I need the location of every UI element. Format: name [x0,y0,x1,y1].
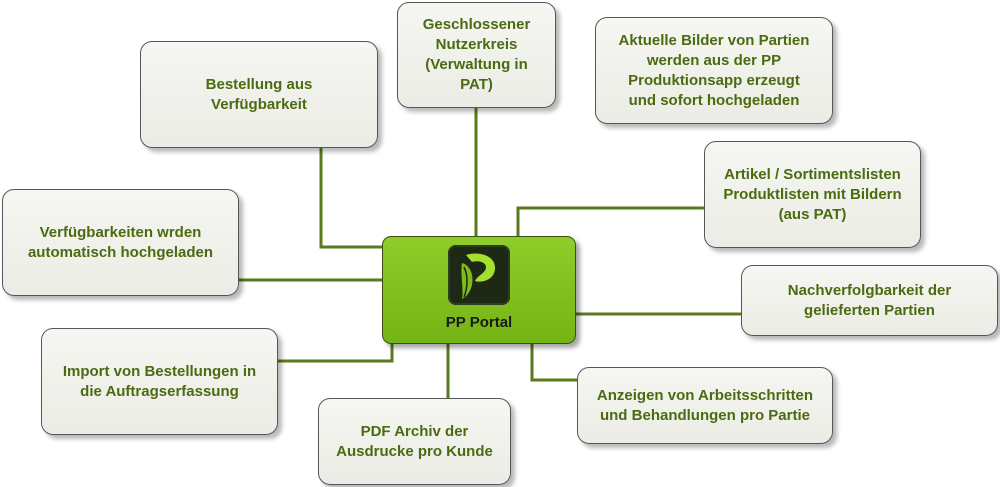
hub-title: PP Portal [445,314,513,331]
connector-order-from-availability [319,146,384,249]
node-pdf-archive-label: PDF Archiv der Ausdrucke pro Kunde [336,422,493,460]
node-work-steps-label: Anzeigen von Arbeitsschritten und Behand… [596,386,814,424]
pp-logo-icon [448,245,510,305]
node-order-import-label: Import von Bestellungen in die Auftragse… [62,362,257,400]
connector-order-import [276,342,394,363]
node-traceability: Nachverfolgbarkeit der gelieferten Parti… [741,265,998,336]
node-order-from-availability: Bestellung aus Verfügbarkeit [140,41,378,148]
node-availability-upload-label: Verfügbarkeiten wrden automatisch hochge… [27,223,214,261]
hub-pp-portal: PP Portal [382,236,576,344]
node-current-images: Aktuelle Bilder von Partien werden aus d… [595,17,833,124]
node-article-lists: Artikel / Sortimentslisten Produktlisten… [704,141,921,248]
node-pdf-archive: PDF Archiv der Ausdrucke pro Kunde [318,398,511,485]
pp-leaf-icon [461,253,496,299]
node-closed-user-group: Geschlossener Nutzerkreis (Verwaltung in… [397,2,556,108]
node-closed-user-group-label: Geschlossener Nutzerkreis (Verwaltung in… [422,16,531,93]
node-traceability-label: Nachverfolgbarkeit der gelieferten Parti… [787,281,952,319]
node-order-from-availability-label: Bestellung aus Verfügbarkeit [205,75,313,113]
node-current-images-label: Aktuelle Bilder von Partien werden aus d… [618,31,810,109]
node-availability-upload: Verfügbarkeiten wrden automatisch hochge… [2,189,239,296]
connector-article-lists [516,206,706,238]
node-article-lists-label: Artikel / Sortimentslisten Produktlisten… [723,165,902,223]
node-work-steps: Anzeigen von Arbeitsschritten und Behand… [577,367,833,444]
node-order-import: Import von Bestellungen in die Auftragse… [41,328,278,435]
connector-work-steps [530,342,579,382]
